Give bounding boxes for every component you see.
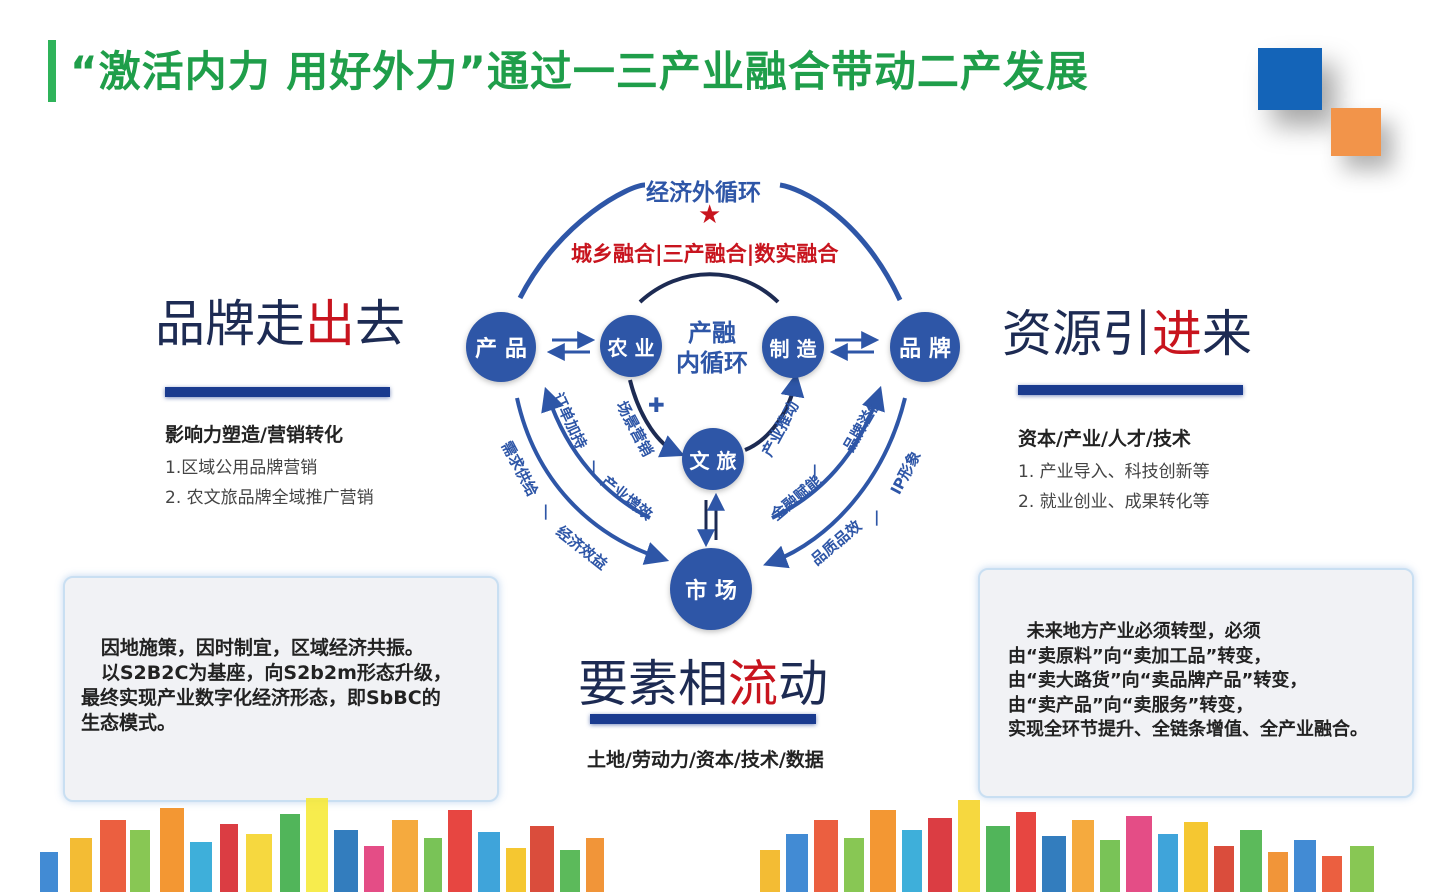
right-box-line: 由“卖产品”向“卖服务”转变，: [1008, 694, 1254, 716]
right-heading-highlight: 进: [1152, 305, 1202, 363]
left-item-2: 2. 农文旅品牌全域推广营销: [165, 488, 374, 508]
separator: |: [874, 508, 880, 526]
skyline-left: [40, 798, 604, 892]
bottom-heading-highlight: 流: [728, 655, 778, 713]
arrow-product-to-market: [515, 397, 670, 565]
page-title: “激活内力 用好外力”通过一三产业融合带动二产发展: [70, 47, 1089, 96]
inner-cycle-label: 产融 内循环: [664, 318, 760, 378]
separator: |: [591, 458, 597, 476]
node-product: 产 品: [466, 312, 536, 382]
right-box-line: 由“卖大路货”向“卖品牌产品”转变，: [1008, 670, 1308, 691]
right-item-2: 2. 就业创业、成果转化等: [1018, 492, 1210, 512]
left-heading-underline: [165, 387, 390, 397]
right-info-box: 未来地方产业必须转型，必须 由“卖原料”向“卖加工品”转变， 由“卖大路货”向“…: [978, 568, 1414, 798]
left-subhead: 影响力塑造/营销转化: [165, 424, 343, 446]
separator: |: [543, 502, 549, 520]
factor-list: 土地/劳动力/资本/技术/数据: [587, 749, 824, 771]
left-box-text: 因地施策，因时制宜，区域经济共振。 以S2B2C为基座，向S2b2m形态升级， …: [81, 636, 452, 736]
decor-blue-square: [1258, 48, 1322, 110]
node-brand: 品 牌: [890, 312, 960, 382]
bottom-heading-prefix: 要素相: [578, 655, 728, 713]
decor-orange-square: [1331, 108, 1381, 156]
arrow-brand-to-market: [763, 397, 907, 569]
inner-cycle-label-line1: 产融: [688, 319, 736, 347]
left-info-box: 因地施策，因时制宜，区域经济共振。 以S2B2C为基座，向S2b2m形态升级， …: [63, 576, 499, 802]
left-box-line: 生态模式。: [81, 712, 177, 734]
plus-icon: ✚: [648, 393, 665, 417]
decorative-skyline: [40, 798, 1374, 892]
bottom-heading: 要素相流动: [578, 644, 828, 716]
left-heading-suffix: 去: [355, 295, 405, 353]
right-box-line: 实现全环节提升、全链条增值、全产业融合。: [1008, 719, 1368, 740]
outer-cycle-label: 经济外循环: [646, 180, 761, 206]
left-box-line: 以S2B2C为基座，向S2b2m形态升级，: [81, 662, 452, 684]
skyline-right: [760, 800, 1374, 892]
arrow-agri-to-tourism: [628, 379, 685, 458]
right-heading-suffix: 来: [1202, 305, 1252, 363]
node-culture-tourism: 文 旅: [682, 428, 744, 490]
title-accent-bar: [48, 40, 56, 102]
star-icon: ★: [698, 200, 722, 230]
left-heading-highlight: 出: [305, 295, 355, 353]
right-heading: 资源引进来: [1002, 294, 1252, 366]
node-agriculture: 农 业: [600, 315, 662, 377]
separator: |: [812, 462, 818, 480]
left-heading: 品牌走出去: [155, 284, 405, 356]
right-box-line: 由“卖原料”向“卖加工品”转变，: [1008, 645, 1272, 667]
bottom-heading-suffix: 动: [778, 655, 828, 713]
arrow-inner-right: [771, 385, 885, 520]
left-heading-prefix: 品牌走: [155, 295, 305, 353]
left-box-line: 最终实现产业数字化经济形态，即SbBC的: [81, 687, 441, 709]
outer-arc-left: [517, 182, 646, 300]
left-item-1: 1.区域公用品牌营销: [165, 458, 318, 478]
right-subhead: 资本/产业/人才/技术: [1018, 428, 1191, 450]
outer-arc-right: [779, 182, 903, 302]
fusion-label: 城乡融合|三产融合|数实融合: [571, 242, 839, 266]
inner-arc: [638, 272, 780, 304]
arrow-inner-left: [541, 386, 651, 520]
bottom-heading-underline: [590, 714, 816, 724]
node-manufacturing: 制 造: [762, 316, 824, 378]
right-heading-prefix: 资源引: [1002, 305, 1152, 363]
right-box-line: 未来地方产业必须转型，必须: [1008, 621, 1261, 642]
arrow-tourism-to-manuf: [744, 372, 805, 452]
node-market: 市 场: [670, 548, 752, 630]
right-item-1: 1. 产业导入、科技创新等: [1018, 462, 1210, 482]
inner-cycle-label-line2: 内循环: [676, 349, 748, 377]
right-heading-underline: [1018, 385, 1243, 395]
right-box-text: 未来地方产业必须转型，必须 由“卖原料”向“卖加工品”转变， 由“卖大路货”向“…: [1008, 620, 1368, 743]
left-box-line: 因地施策，因时制宜，区域经济共振。: [81, 637, 424, 659]
